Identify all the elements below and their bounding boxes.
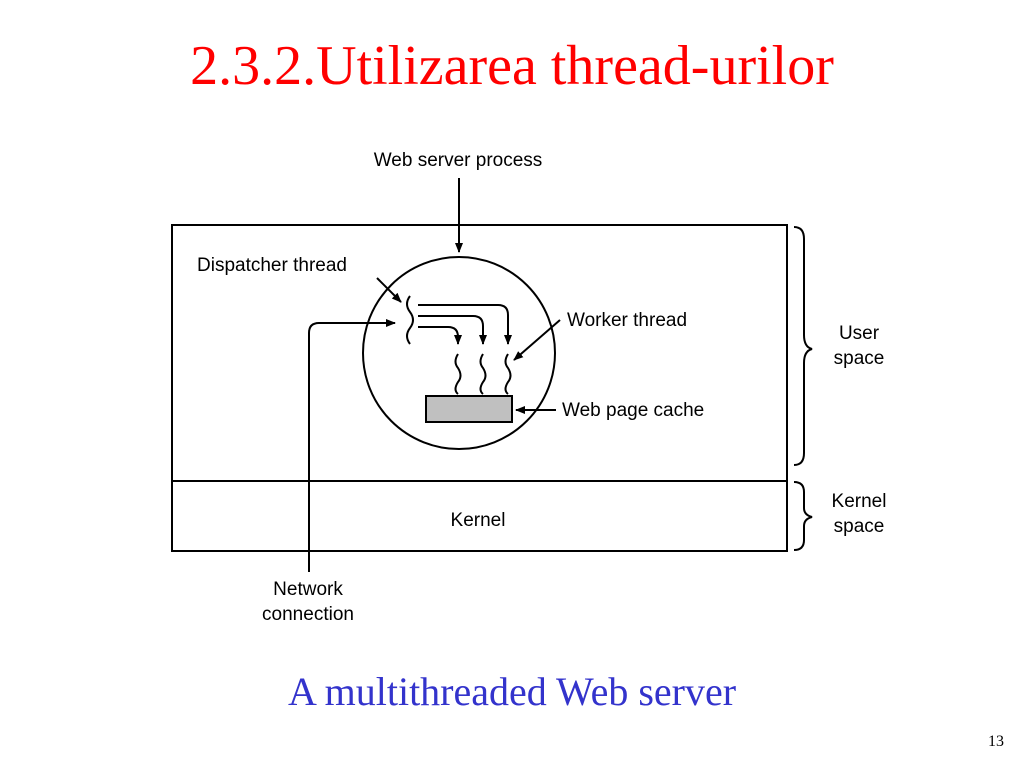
kernel-space-brace: [793, 481, 813, 551]
dispatcher-thread-squiggle: [406, 295, 414, 345]
page-number: 13: [988, 733, 1004, 750]
user-space-label-line1: User: [839, 323, 880, 344]
dispatch-arrow-3: [418, 326, 462, 345]
web-page-cache-box: [425, 395, 513, 423]
kernel-space-label-line2: space: [834, 516, 885, 537]
worker-thread-squiggle-2: [479, 353, 487, 395]
user-space-brace: [793, 226, 813, 466]
kernel-box: [171, 480, 788, 552]
user-space-label-line2: space: [834, 348, 885, 369]
web-page-cache-label: Web page cache: [562, 400, 704, 421]
slide-title: 2.3.2.Utilizarea thread-urilor: [190, 35, 834, 97]
network-connection-line: [308, 319, 396, 572]
dispatch-arrow-2: [418, 315, 487, 345]
web-server-process-label: Web server process: [374, 150, 543, 171]
dispatch-arrow-1: [418, 304, 512, 345]
worker-thread-arrow: [513, 319, 561, 361]
dispatcher-thread-label: Dispatcher thread: [197, 255, 347, 276]
worker-thread-squiggle-1: [454, 353, 462, 395]
dispatcher-thread-arrow: [376, 277, 402, 303]
slide-caption: A multithreaded Web server: [287, 669, 737, 714]
kernel-label: Kernel: [451, 510, 506, 531]
network-connection-label-line1: Network: [273, 579, 343, 600]
worker-thread-label: Worker thread: [567, 310, 687, 331]
web-server-process-circle: [362, 256, 556, 450]
network-connection-label-line2: connection: [262, 604, 354, 625]
kernel-space-label-line1: Kernel: [832, 491, 887, 512]
worker-thread-squiggle-3: [504, 353, 512, 395]
